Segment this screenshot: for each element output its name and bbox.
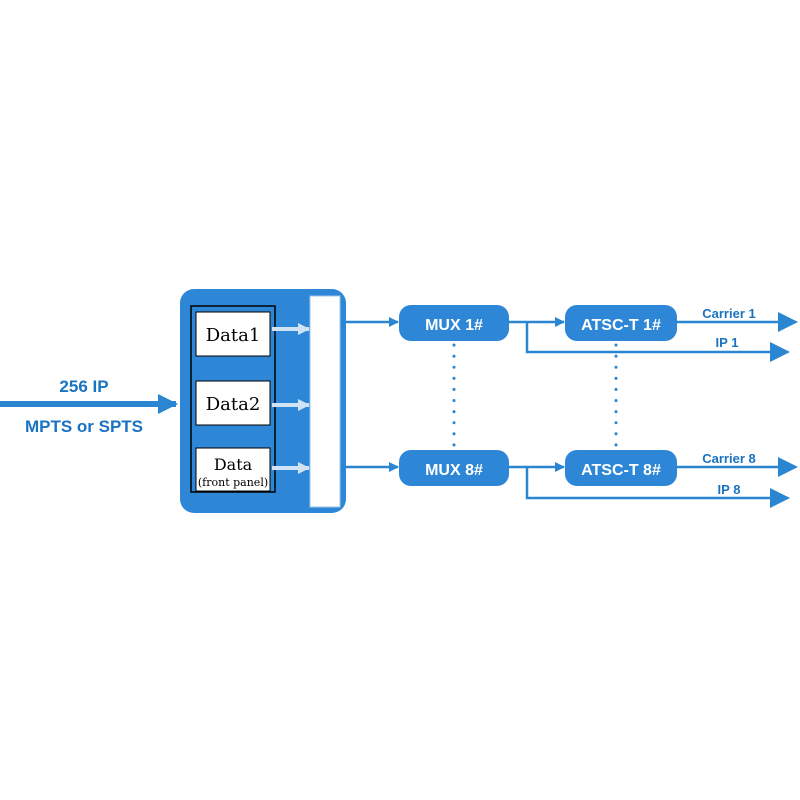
carrier-8-label: Carrier 8 <box>702 451 755 466</box>
input-label-bottom: MPTS or SPTS <box>25 417 143 436</box>
atsc-8-label: ATSC-T 8# <box>581 462 661 479</box>
source-box-data2 <box>195 380 271 426</box>
ip-8-label: IP 8 <box>718 482 741 497</box>
source-label-front-panel: Data <box>214 455 253 474</box>
atsc-8-block <box>565 450 677 486</box>
mux-8-label: MUX 8# <box>425 462 483 479</box>
source-group-frame <box>190 305 276 493</box>
ip-1-branch <box>525 322 790 362</box>
input-label-top: 256 IP <box>59 377 108 396</box>
switch-bar <box>309 295 341 508</box>
mux-1-label: MUX 1# <box>425 317 483 334</box>
mux-1-block <box>399 305 509 341</box>
source-label-data2: Data2 <box>206 394 261 415</box>
mux-8-block <box>399 450 509 486</box>
atsc-1-label: ATSC-T 1# <box>581 317 661 334</box>
source-box-data1 <box>195 311 271 357</box>
ip-8-branch <box>525 467 790 508</box>
atsc-1-block <box>565 305 677 341</box>
source-sublabel-front-panel: (front panel) <box>198 476 268 489</box>
source-box-front-panel <box>195 447 271 492</box>
ip-1-label: IP 1 <box>716 335 739 350</box>
source-label-data1: Data1 <box>206 325 261 346</box>
carrier-1-label: Carrier 1 <box>702 306 755 321</box>
